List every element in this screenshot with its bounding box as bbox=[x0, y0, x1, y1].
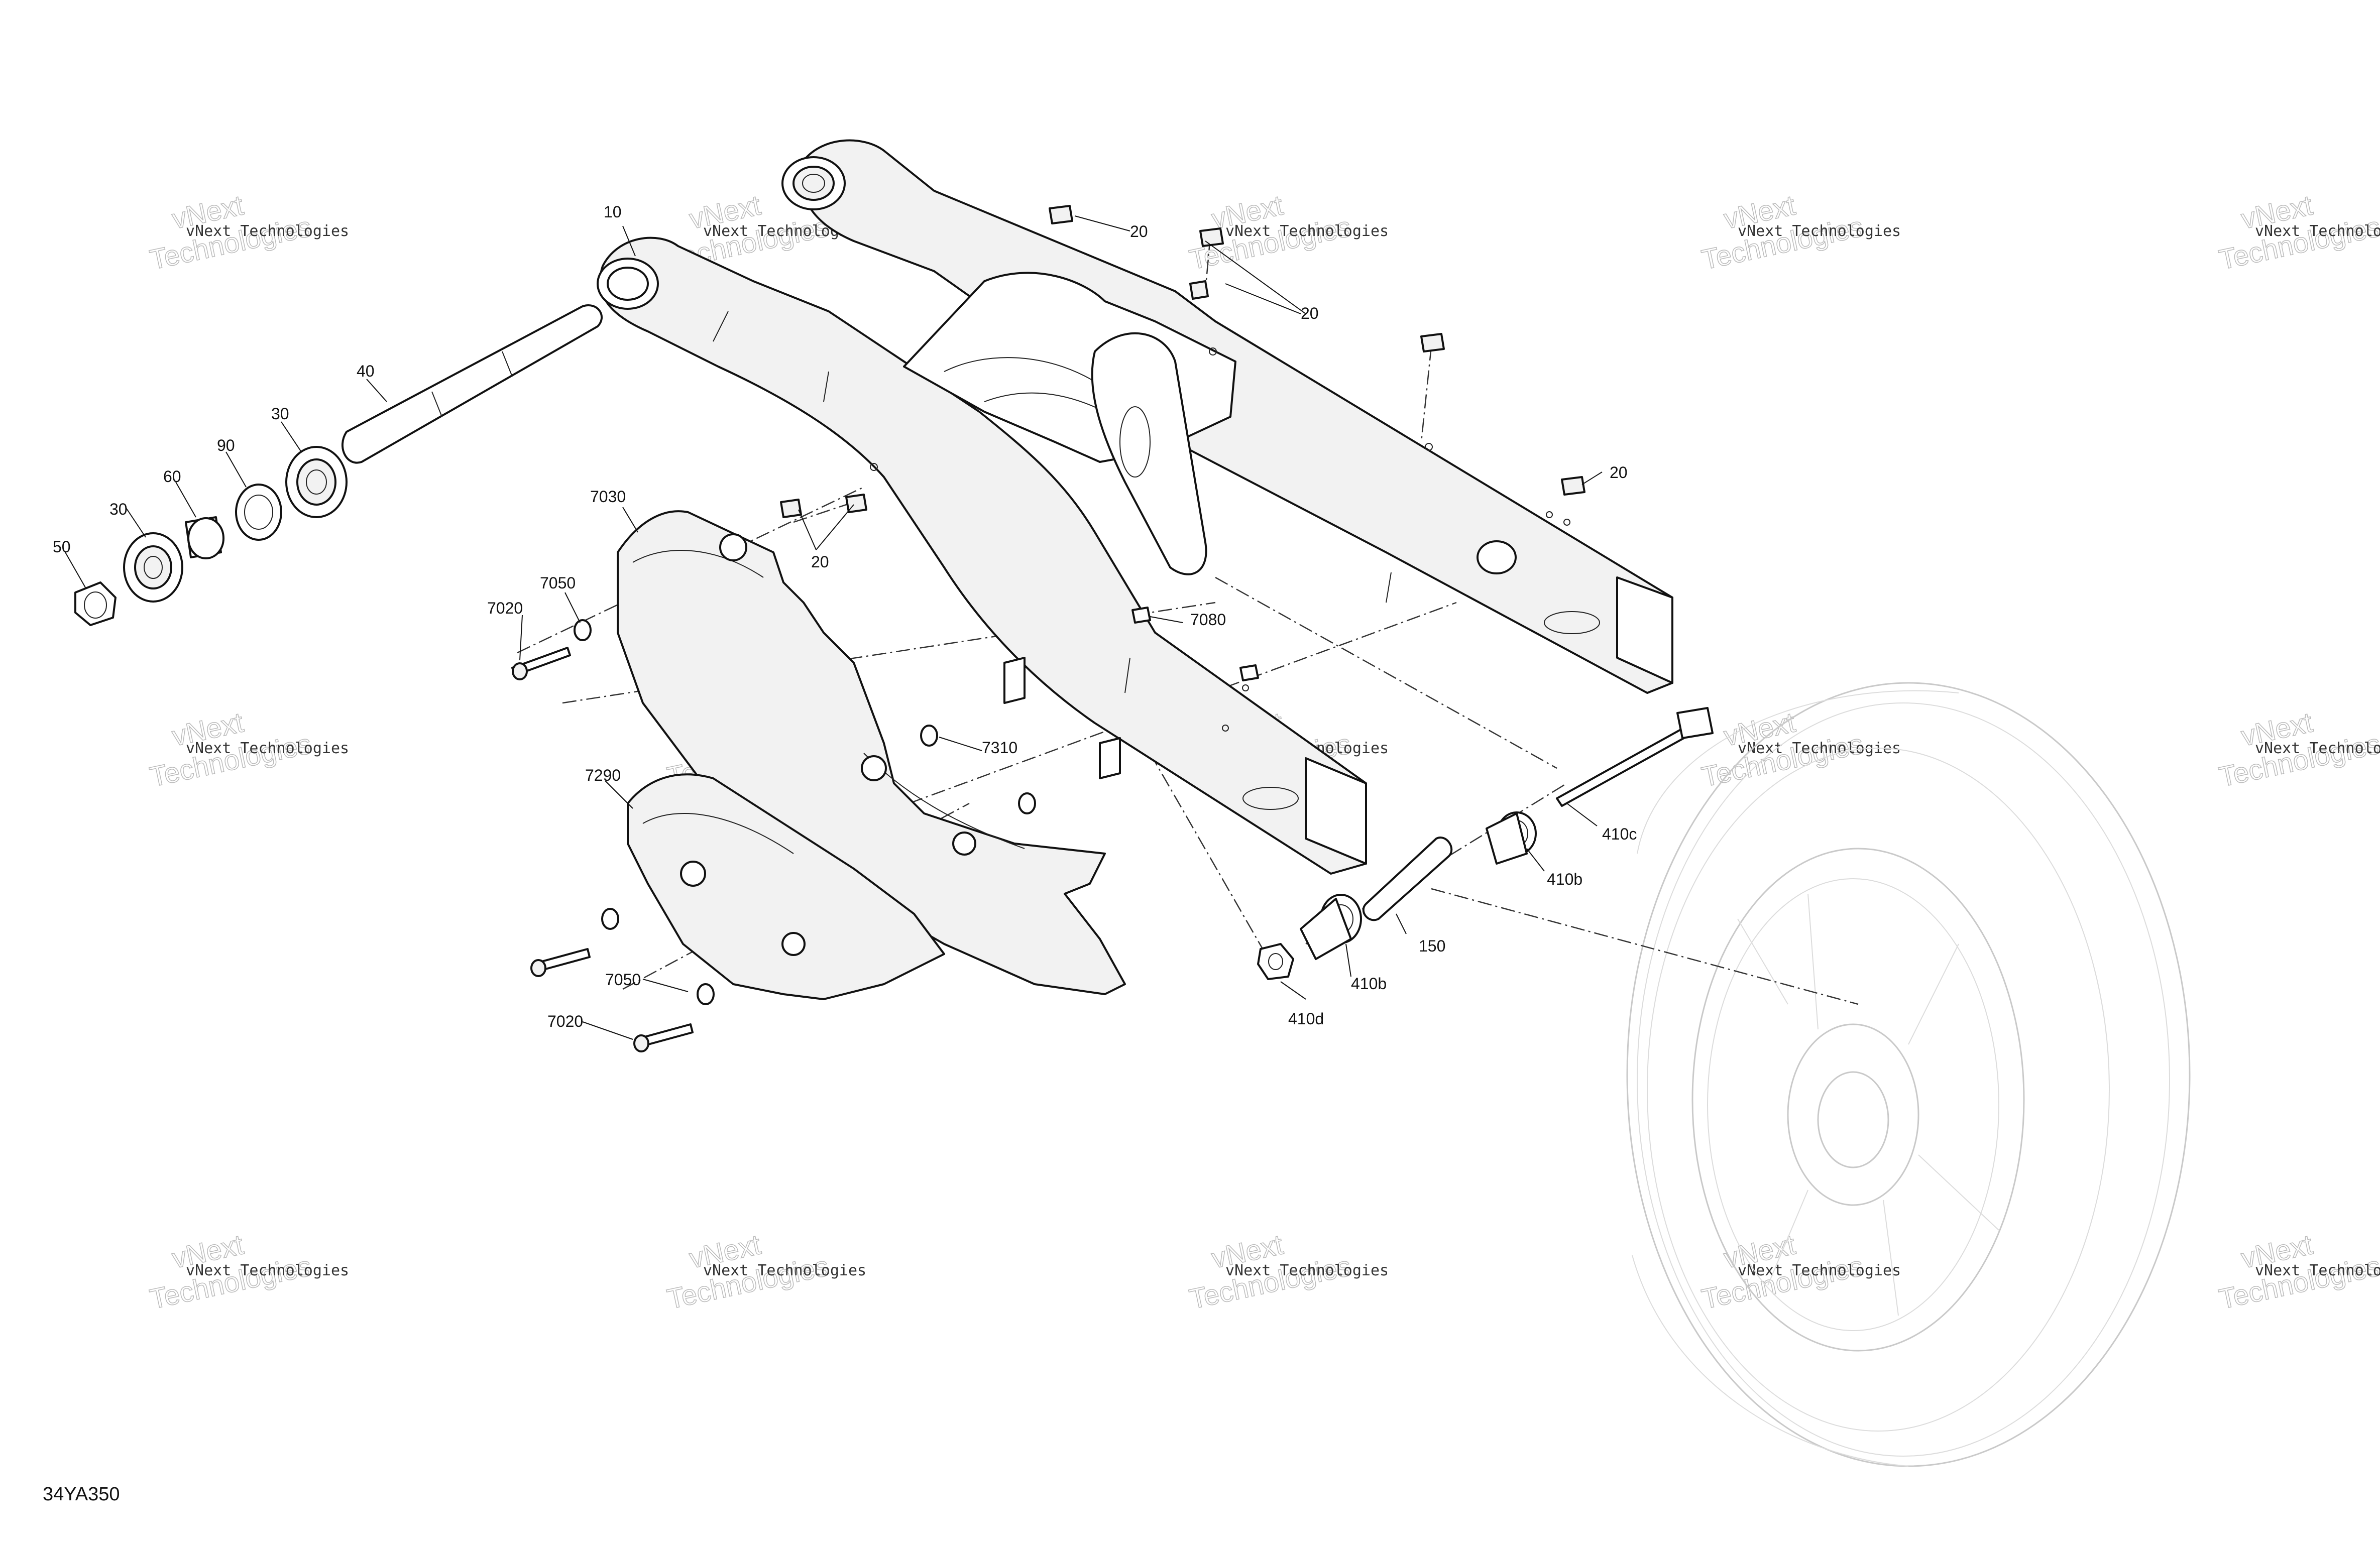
callout-7080: 7080 bbox=[1190, 611, 1226, 629]
svg-text:vNext Technologies: vNext Technologies bbox=[186, 222, 349, 240]
callout-410b: 410b bbox=[1547, 870, 1582, 888]
svg-text:vNext Technologies: vNext Technologies bbox=[1225, 1262, 1389, 1279]
watermark: vNext Technologies vNext Technologies bbox=[147, 189, 349, 276]
callout-50: 50 bbox=[53, 538, 71, 556]
watermark: vNext Technologies vNext Technologies bbox=[2216, 189, 2380, 276]
rear-wheel-ghost bbox=[1626, 682, 2191, 1467]
svg-text:vNext Technologies: vNext Technologies bbox=[2255, 222, 2380, 240]
svg-text:vNext Technologies: vNext Technologies bbox=[703, 1262, 866, 1279]
watermark: vNext Technologies vNext Technologies bbox=[664, 1228, 866, 1316]
callout-20: 20 bbox=[811, 553, 829, 571]
callout-60: 60 bbox=[163, 467, 181, 486]
svg-text:vNext Technologies: vNext Technologies bbox=[2255, 740, 2380, 757]
chain-guard-upper bbox=[617, 510, 1126, 995]
callout-150: 150 bbox=[1419, 937, 1445, 955]
callout-7020: 7020 bbox=[487, 599, 523, 617]
callout-7030: 7030 bbox=[590, 488, 626, 506]
callout-7050: 7050 bbox=[540, 574, 576, 592]
swingarm bbox=[597, 139, 1673, 875]
callout-410d: 410d bbox=[1288, 1010, 1324, 1028]
diagram-code: 34YA350 bbox=[43, 1484, 120, 1505]
callout-20: 20 bbox=[1610, 463, 1628, 482]
chain-guard-lower bbox=[627, 773, 945, 1000]
callout-30: 30 bbox=[271, 405, 289, 423]
svg-text:vNext Technologies: vNext Technologies bbox=[186, 1262, 349, 1279]
callout-7020: 7020 bbox=[547, 1012, 583, 1030]
callout-labels: 10 20 20 20 20 40 30 90 60 30 50 7030 70… bbox=[53, 203, 1637, 1030]
callout-40: 40 bbox=[357, 362, 375, 380]
callout-410c: 410c bbox=[1602, 825, 1637, 843]
svg-text:vNext Technologies: vNext Technologies bbox=[1225, 222, 1389, 240]
pivot-hardware bbox=[74, 304, 603, 626]
svg-text:vNext Technologies: vNext Technologies bbox=[186, 740, 349, 757]
watermark: vNext Technologies vNext Technologies bbox=[2216, 706, 2380, 793]
callout-20: 20 bbox=[1130, 222, 1148, 241]
watermark: vNext Technologies vNext Technologies bbox=[1698, 1228, 1901, 1316]
callout-7050: 7050 bbox=[605, 971, 641, 989]
callout-410b: 410b bbox=[1351, 975, 1387, 993]
callout-20: 20 bbox=[1301, 304, 1319, 322]
svg-text:vNext Technologies: vNext Technologies bbox=[2255, 1262, 2380, 1279]
watermark: vNext Technologies vNext Technologies bbox=[1698, 706, 1901, 793]
fasteners bbox=[511, 205, 1714, 1052]
callout-90: 90 bbox=[217, 436, 235, 454]
watermark: vNext Technologies vNext Technologies bbox=[147, 1228, 349, 1316]
leader-lines bbox=[65, 215, 1603, 1040]
svg-text:vNext Technologies: vNext Technologies bbox=[1738, 1262, 1901, 1279]
watermark: vNext Technologies vNext Technologies bbox=[147, 706, 349, 793]
watermark: vNext Technologies vNext Technologies bbox=[2216, 1228, 2380, 1316]
svg-text:vNext Technologies: vNext Technologies bbox=[1738, 222, 1901, 240]
watermark: vNext Technologies vNext Technologies bbox=[1698, 189, 1901, 276]
watermark: vNext Technologies vNext Technologies bbox=[1186, 1228, 1389, 1316]
callout-10: 10 bbox=[604, 203, 622, 221]
callout-7310: 7310 bbox=[982, 739, 1017, 757]
callout-7290: 7290 bbox=[585, 766, 621, 784]
callout-30: 30 bbox=[109, 500, 128, 518]
